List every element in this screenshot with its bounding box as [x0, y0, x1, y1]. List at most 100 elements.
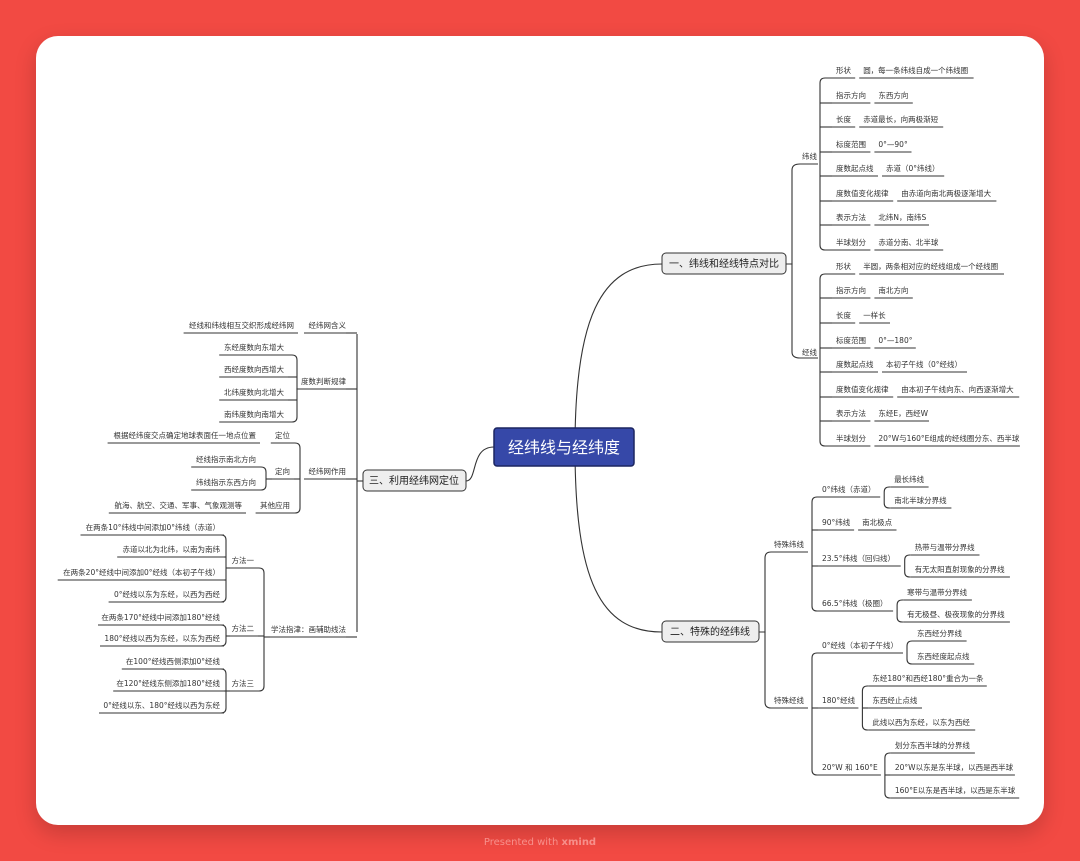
b1-wei-val-4[interactable]: 赤道（0°纬线） — [886, 163, 940, 173]
b2-lat-val-2-0[interactable]: 热带与温带分界线 — [915, 542, 975, 552]
b1-jing-key-3[interactable]: 标度范围 — [836, 335, 866, 345]
b2-lon-val-1-2[interactable]: 此线以西为东经，以东为西经 — [872, 717, 970, 727]
b3-m1-item-2[interactable]: 在两条20°经线中间添加0°经线（本初子午线） — [63, 567, 220, 577]
b1-wei-key-4[interactable]: 度数起点线 — [836, 163, 874, 173]
b2-lon-val-0-1[interactable]: 东西经度起点线 — [917, 651, 970, 661]
b1-wei-key-7[interactable]: 半球划分 — [836, 237, 866, 247]
b1-weixian-label[interactable]: 纬线 — [802, 151, 817, 161]
b3-dingxiang-label[interactable]: 定向 — [275, 466, 290, 476]
b2-lat-val-3-1[interactable]: 有无极昼、极夜现象的分界线 — [907, 609, 1005, 619]
b2-lat-val-0-1[interactable]: 南北半球分界线 — [894, 495, 947, 505]
b3-dushu-item-2[interactable]: 北纬度数向北增大 — [224, 387, 284, 397]
b3-m3-label[interactable]: 方法三 — [232, 678, 255, 688]
b2-lon-val-2-0[interactable]: 划分东西半球的分界线 — [895, 740, 970, 750]
b1-wei-val-5[interactable]: 由赤道向南北两极逐渐增大 — [901, 188, 991, 198]
b1-jing-key-6[interactable]: 表示方法 — [836, 408, 866, 418]
b2-lon-val-0-0[interactable]: 东西经分界线 — [917, 628, 962, 638]
b2-lon-val-1-0[interactable]: 东经180°和西经180°重合为一条 — [872, 673, 984, 683]
b1-jing-val-2[interactable]: 一样长 — [863, 310, 886, 320]
b2-lat-key-3[interactable]: 66.5°纬线（极圈） — [822, 598, 887, 608]
connector-line — [220, 624, 227, 631]
central-topic-label: 经纬线与经纬度 — [508, 438, 620, 457]
connector-line — [294, 507, 301, 514]
connector-line — [896, 616, 904, 623]
b2-lat-key-1[interactable]: 90°纬线 — [822, 517, 851, 527]
b2-lat-val-3-0[interactable]: 寒带与温带分界线 — [907, 587, 967, 597]
b3-dushu-item-1[interactable]: 西经度数向西增大 — [224, 364, 284, 374]
connector-line — [819, 77, 832, 84]
b1-jing-val-3[interactable]: 0°—180° — [878, 336, 912, 345]
b1-wei-key-5[interactable]: 度数值变化规律 — [836, 188, 889, 198]
b3-xuefa-label[interactable]: 学法指津：画辅助线法 — [271, 624, 346, 634]
b2-lat-val-0-0[interactable]: 最长纬线 — [894, 474, 924, 484]
b1-jing-val-7[interactable]: 20°W与160°E组成的经线圈分东、西半球 — [878, 433, 1020, 443]
b3-m1-item-3[interactable]: 0°经线以东为东经，以西为西经 — [114, 589, 221, 599]
b3-dingxiang-item-0[interactable]: 经线指示南北方向 — [196, 454, 256, 464]
b3-m1-item-0[interactable]: 在两条10°纬线中间添加0°纬线（赤道） — [86, 522, 220, 532]
b1-wei-key-0[interactable]: 形状 — [836, 65, 851, 75]
b1-jing-val-1[interactable]: 南北方向 — [878, 285, 908, 295]
b1-jing-key-4[interactable]: 度数起点线 — [836, 359, 874, 369]
topic-b3[interactable] — [362, 469, 467, 492]
connector-line — [883, 502, 891, 509]
b3-zuoyong-label[interactable]: 经纬网作用 — [309, 466, 347, 476]
b3-dingwei-value[interactable]: 根据经纬度交点确定地球表面任一地点位置 — [114, 430, 257, 440]
b2-lat-val-1-0[interactable]: 南北极点 — [862, 517, 892, 527]
b3-dingwei-label[interactable]: 定位 — [275, 430, 290, 440]
connector-line — [819, 440, 832, 447]
b2-lon-key-2[interactable]: 20°W 和 160°E — [822, 763, 878, 772]
b2-lon-key-1[interactable]: 180°经线 — [822, 695, 856, 705]
b3-dingxiang-item-1[interactable]: 纬线指示东西方向 — [196, 477, 256, 487]
b2-lon-val-2-1[interactable]: 20°W以东是东半球，以西是西半球 — [895, 762, 1014, 772]
connector-line — [904, 554, 911, 561]
b2-special-lat-label[interactable]: 特殊纬线 — [774, 539, 804, 549]
topic-b1[interactable] — [661, 252, 787, 275]
connector-line — [288, 354, 298, 361]
b3-m1-item-1[interactable]: 赤道以北为北纬，以南为南纬 — [123, 544, 221, 554]
b1-wei-val-6[interactable]: 北纬N，南纬S — [878, 212, 926, 222]
b3-dushu-label[interactable]: 度数判断规律 — [301, 376, 346, 386]
b3-dushu-item-3[interactable]: 南纬度数向南增大 — [224, 409, 284, 419]
b1-jing-val-6[interactable]: 东经E，西经W — [878, 408, 928, 418]
b1-jing-key-2[interactable]: 长度 — [836, 310, 851, 320]
b1-jing-val-0[interactable]: 半圆，两条相对应的经线组成一个经线圈 — [863, 261, 998, 271]
b3-qita-label[interactable]: 其他应用 — [260, 500, 290, 510]
b1-jing-key-7[interactable]: 半球划分 — [836, 433, 866, 443]
b3-hanyi-label[interactable]: 经纬网含义 — [309, 320, 347, 330]
b3-m3-item-2[interactable]: 0°经线以东、180°经线以西为东经 — [103, 700, 220, 710]
b1-wei-key-3[interactable]: 标度范围 — [836, 139, 866, 149]
b3-dushu-item-0[interactable]: 东经度数向东增大 — [224, 342, 284, 352]
b3-m2-item-1[interactable]: 180°经线以西为东经，以东为西经 — [104, 633, 220, 643]
central-topic[interactable] — [493, 427, 635, 467]
b1-jing-val-4[interactable]: 本初子午线（0°经线） — [886, 359, 962, 369]
b2-lon-key-0[interactable]: 0°经线（本初子午线） — [822, 640, 898, 650]
b1-wei-val-1[interactable]: 东西方向 — [878, 90, 908, 100]
b3-m3-item-1[interactable]: 在120°经线东侧添加180°经线 — [116, 678, 220, 688]
b2-special-lon-label[interactable]: 特殊经线 — [774, 695, 804, 705]
b1-jing-key-1[interactable]: 指示方向 — [836, 285, 866, 295]
b1-jing-val-5[interactable]: 由本初子午线向东、向西逐渐增大 — [901, 384, 1014, 394]
topic-b2[interactable] — [661, 620, 760, 643]
b2-lat-key-2[interactable]: 23.5°纬线（回归线） — [822, 553, 895, 563]
b2-lon-val-1-1[interactable]: 东西经止点线 — [872, 695, 917, 705]
b2-lat-val-2-1[interactable]: 有无太阳直射现象的分界线 — [915, 564, 1005, 574]
b1-wei-val-0[interactable]: 圆，每一条纬线自成一个纬线圈 — [863, 65, 968, 75]
b1-wei-key-6[interactable]: 表示方法 — [836, 212, 866, 222]
b2-lon-val-2-2[interactable]: 160°E以东是西半球，以西是东半球 — [895, 785, 1016, 795]
b1-jing-key-5[interactable]: 度数值变化规律 — [836, 384, 889, 394]
b1-wei-val-3[interactable]: 0°—90° — [878, 140, 908, 149]
b1-wei-val-2[interactable]: 赤道最长，向两极渐短 — [863, 114, 938, 124]
b3-m2-label[interactable]: 方法二 — [232, 623, 255, 633]
b3-qita-value[interactable]: 航海、航空、交通、军事、气象观测等 — [115, 500, 243, 510]
b1-wei-key-1[interactable]: 指示方向 — [836, 90, 866, 100]
b3-m3-item-0[interactable]: 在100°经线西侧添加0°经线 — [126, 656, 221, 666]
b3-hanyi-value[interactable]: 经线和纬线相互交织形成经纬网 — [189, 320, 294, 330]
b3-m1-label[interactable]: 方法一 — [232, 555, 255, 565]
b3-m2-item-0[interactable]: 在两条170°经线中间添加180°经线 — [101, 612, 220, 622]
b1-jingxian-label[interactable]: 经线 — [802, 347, 817, 357]
b1-jing-key-0[interactable]: 形状 — [836, 261, 851, 271]
b2-lat-key-0[interactable]: 0°纬线（赤道） — [822, 484, 876, 494]
topic-b1-label: 一、纬线和经线特点对比 — [669, 257, 779, 270]
b1-wei-key-2[interactable]: 长度 — [836, 114, 851, 124]
b1-wei-val-7[interactable]: 赤道分南、北半球 — [878, 237, 938, 247]
